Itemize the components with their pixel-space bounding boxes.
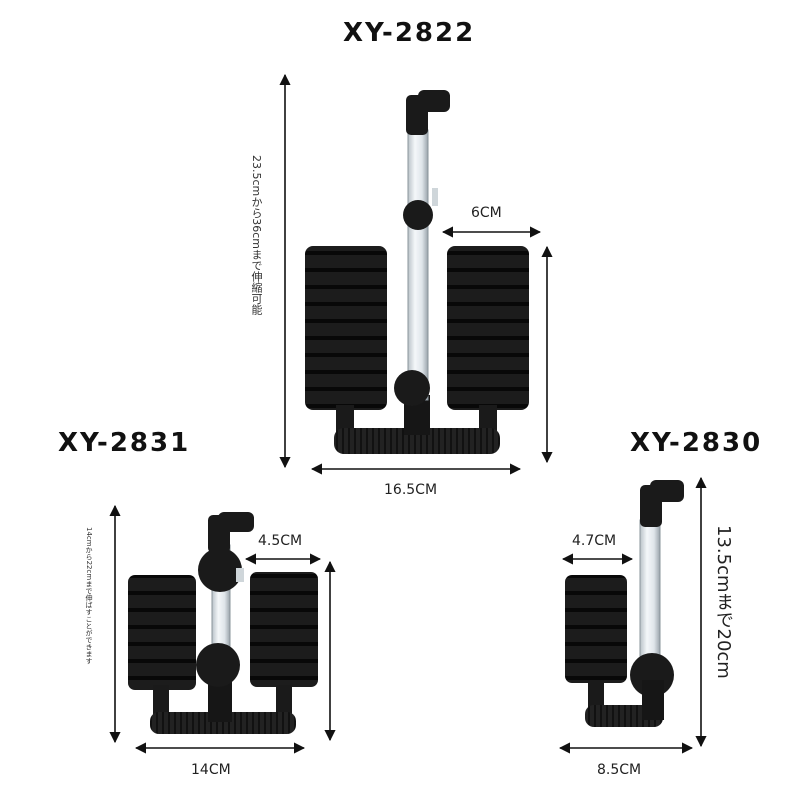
- lift-tube: [407, 129, 429, 401]
- sponge: [565, 575, 627, 683]
- height-label-2830: 13.5cmまで20cm: [713, 525, 734, 679]
- width-label-2830: 8.5CM: [597, 762, 642, 778]
- sponge-width-label-2831: 4.5CM: [258, 533, 303, 549]
- width-label-2831: 14CM: [191, 762, 231, 778]
- sponge-width-label-2822: 6CM: [471, 205, 502, 221]
- width-label-2822: 16.5CM: [384, 482, 438, 498]
- base-pipe: [334, 428, 500, 454]
- model-title-2830: XY-2830: [630, 428, 763, 458]
- sponge-width-label-2830: 4.7CM: [572, 533, 617, 549]
- model-title-2831: XY-2831: [58, 428, 191, 458]
- height-label-2822: 23.5cmから36cmまで伸縮可能: [250, 155, 263, 316]
- filter-xy-2830: [565, 480, 684, 727]
- sponge-left: [128, 575, 196, 690]
- model-title-2822: XY-2822: [343, 18, 476, 48]
- height-label-2831: 14cmから22cmまで伸ばすことができます: [85, 527, 93, 665]
- filter-xy-2831: [128, 512, 318, 734]
- sponge-right: [250, 572, 318, 687]
- filter-xy-2822: [305, 90, 529, 454]
- base-pipe: [150, 712, 296, 734]
- lift-tube: [639, 519, 661, 661]
- sponge-left: [305, 246, 387, 410]
- sponge-right: [447, 246, 529, 410]
